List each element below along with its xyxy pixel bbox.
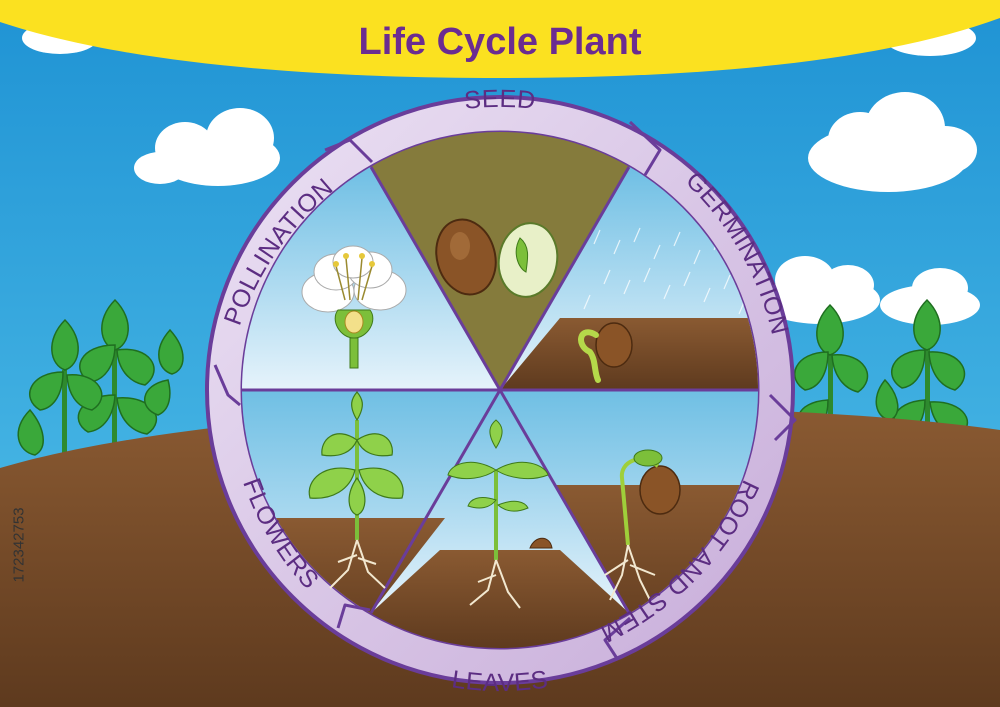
stage-label-seed: SEED [463, 85, 537, 115]
cycle-arrows [213, 120, 797, 661]
seed-illustration [435, 218, 559, 298]
rain [583, 227, 746, 315]
germinating-seed [578, 322, 633, 383]
page-title: Life Cycle Plant [359, 21, 642, 63]
cloud-icon [808, 92, 977, 192]
background-plants-left [17, 298, 184, 480]
stock-id-label: 172342753 [4, 470, 34, 620]
clouds [22, 20, 980, 325]
leafy-plant [308, 391, 404, 589]
flower-cross-section [301, 245, 407, 369]
young-plant [447, 419, 553, 609]
stock-id-text: 172342753 [10, 507, 28, 583]
cloud-icon [134, 108, 280, 186]
stage-label-leaves: LEAVES [450, 665, 550, 697]
title-banner [0, 0, 1000, 78]
root-and-stem-plant [604, 449, 681, 601]
